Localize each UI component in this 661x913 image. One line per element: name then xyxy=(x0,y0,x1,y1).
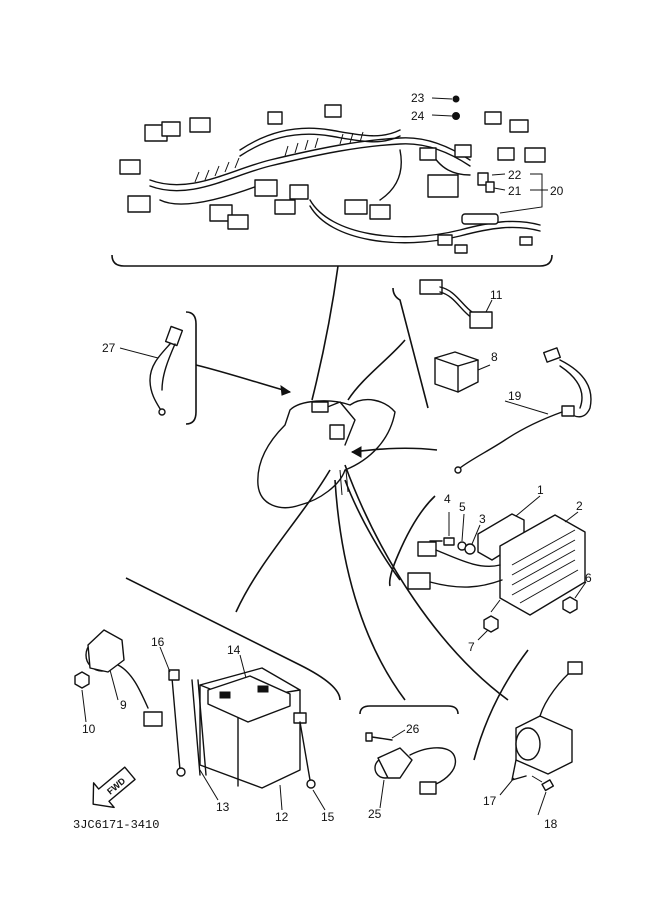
item8-relay xyxy=(434,351,491,393)
link-item25 xyxy=(334,479,406,701)
callout-24: 24 xyxy=(411,109,425,123)
fwd-arrow-icon: FWD xyxy=(92,766,136,809)
item27-bracket xyxy=(185,311,197,425)
wire-harness xyxy=(119,95,548,254)
callout-25: 25 xyxy=(368,807,382,821)
harness-bracket xyxy=(111,254,553,267)
item6-nut xyxy=(562,581,587,614)
item25-sensor xyxy=(374,747,457,809)
item26-bolt xyxy=(365,729,406,742)
link-regulator xyxy=(344,479,401,581)
link-battery xyxy=(235,469,331,613)
item15-lead xyxy=(293,712,326,811)
callout-labels: 23 24 22 21 20 11 8 27 19 4 1 5 3 2 6 7 … xyxy=(82,91,592,831)
callout-10: 10 xyxy=(82,722,96,736)
item13-band xyxy=(191,679,219,801)
callout-23: 23 xyxy=(411,91,425,105)
item17-starter-relay xyxy=(499,661,583,796)
callout-15: 15 xyxy=(321,810,335,824)
callout-6: 6 xyxy=(585,571,592,585)
callout-27: 27 xyxy=(102,341,116,355)
link-relay17 xyxy=(344,464,509,701)
regulator-bracket xyxy=(388,495,436,587)
battery-bracket xyxy=(125,577,341,701)
item19-lead xyxy=(454,347,592,474)
link-relay-group xyxy=(347,339,406,401)
item2-regulator xyxy=(499,511,586,616)
item11-sub-harness xyxy=(419,279,493,329)
item10-nut xyxy=(74,671,90,723)
callout-7: 7 xyxy=(468,640,475,654)
callout-16: 16 xyxy=(151,635,165,649)
item9-switch xyxy=(85,629,163,727)
callout-14: 14 xyxy=(227,643,241,657)
callout-26: 26 xyxy=(406,722,420,736)
callout-12: 12 xyxy=(275,810,289,824)
callout-22: 22 xyxy=(508,168,522,182)
callout-8: 8 xyxy=(491,350,498,364)
callout-5: 5 xyxy=(459,500,466,514)
item18-screw xyxy=(531,775,555,816)
item7-bolt xyxy=(477,599,501,641)
diagram-code: 3JC6171-3410 xyxy=(73,818,159,832)
item25-bracket xyxy=(359,705,459,715)
link-item27 xyxy=(195,364,291,393)
callout-20: 20 xyxy=(550,184,564,198)
callout-19: 19 xyxy=(508,389,522,403)
callout-3: 3 xyxy=(479,512,486,526)
item17-bracket xyxy=(473,649,529,761)
regulator-connectors xyxy=(407,541,503,590)
callout-2: 2 xyxy=(576,499,583,513)
callout-18: 18 xyxy=(544,817,558,831)
callout-1: 1 xyxy=(537,483,544,497)
item5-washer xyxy=(457,513,467,551)
item27-lead-wire xyxy=(119,325,184,416)
item16-lead xyxy=(159,646,186,777)
callout-21: 21 xyxy=(508,184,522,198)
link-harness xyxy=(311,265,339,401)
callout-9: 9 xyxy=(120,698,127,712)
callout-4: 4 xyxy=(444,492,451,506)
item3-washer xyxy=(464,524,481,555)
relay-group-bracket xyxy=(392,287,429,409)
callout-13: 13 xyxy=(216,800,230,814)
item4-screw xyxy=(429,512,455,546)
callout-11: 11 xyxy=(490,288,503,302)
frame-outline xyxy=(257,398,396,509)
link-item19 xyxy=(351,447,438,453)
item14-cover xyxy=(207,654,291,723)
callout-17: 17 xyxy=(483,794,497,808)
